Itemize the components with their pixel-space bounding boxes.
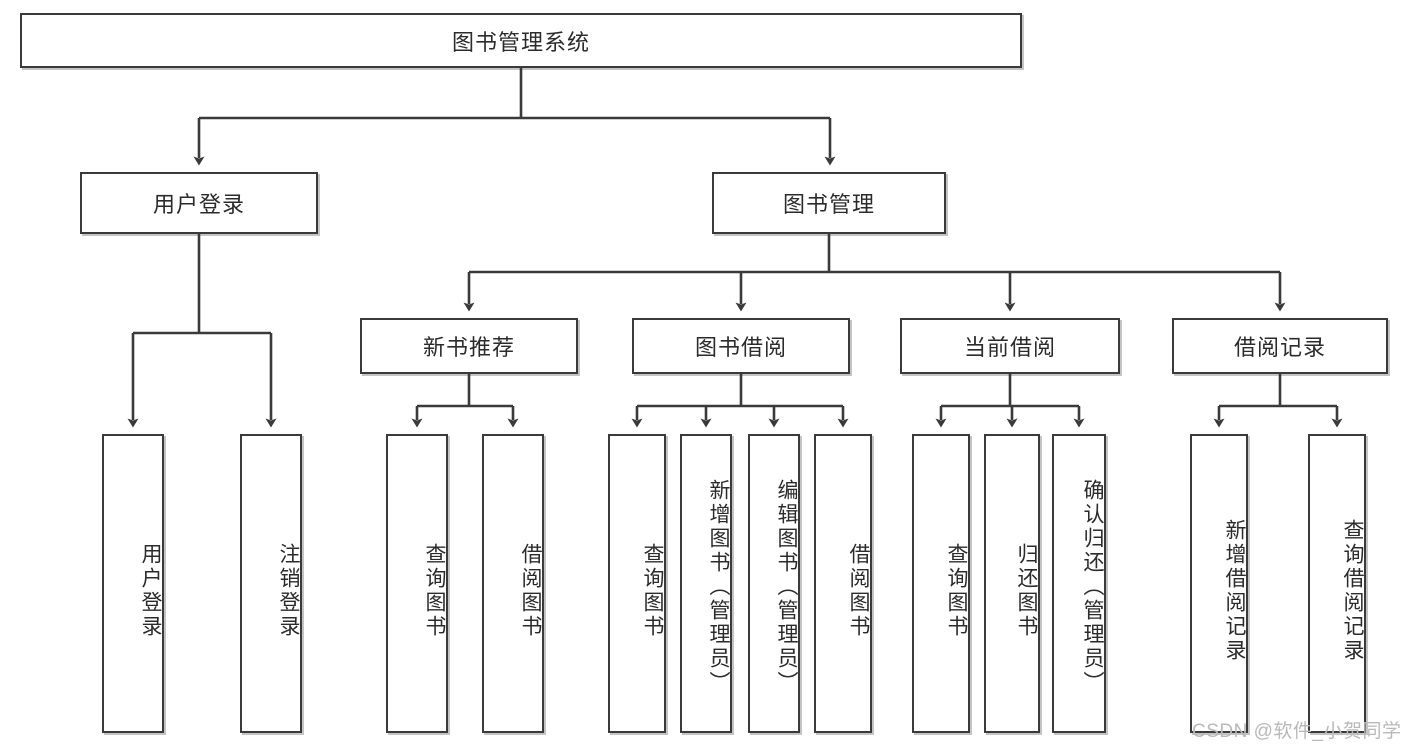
leaf-confirm-return[interactable]: 确认归还（管理员）: [1052, 434, 1106, 733]
leaf-return-book-label: 归还图书: [1015, 542, 1038, 639]
leaf-user-login[interactable]: 用户登录: [102, 434, 164, 733]
node-borrow-record[interactable]: 借阅记录: [1172, 318, 1388, 374]
leaf-query-borrow-record[interactable]: 查询借阅记录: [1308, 434, 1366, 733]
node-book-borrow[interactable]: 图书借阅: [632, 318, 850, 374]
leaf-logout-label: 注销登录: [277, 542, 300, 639]
leaf-query-book-recommend-label: 查询图书: [423, 542, 446, 639]
node-user-login-label: 用户登录: [152, 192, 245, 217]
leaf-edit-book-label: 编辑图书（管理员）: [775, 478, 798, 695]
leaf-edit-book[interactable]: 编辑图书（管理员）: [748, 434, 800, 733]
leaf-confirm-return-label: 确认归还（管理员）: [1081, 478, 1104, 695]
node-book-manage[interactable]: 图书管理: [712, 172, 946, 234]
leaf-query-book-borrow[interactable]: 查询图书: [608, 434, 666, 733]
leaf-query-book-current[interactable]: 查询图书: [912, 434, 970, 733]
leaf-query-book-borrow-label: 查询图书: [641, 542, 664, 639]
node-new-book-recommend[interactable]: 新书推荐: [360, 318, 578, 374]
leaf-query-borrow-record-label: 查询借阅记录: [1341, 518, 1364, 663]
leaf-add-borrow-record[interactable]: 新增借阅记录: [1190, 434, 1248, 733]
leaf-logout[interactable]: 注销登录: [240, 434, 302, 733]
node-borrow-record-label: 借阅记录: [1233, 335, 1326, 360]
leaf-borrow-book-label: 借阅图书: [847, 542, 870, 639]
leaf-borrow-book-recommend[interactable]: 借阅图书: [482, 434, 544, 733]
node-root-label: 图书管理系统: [451, 29, 590, 55]
leaf-query-book-current-label: 查询图书: [945, 542, 968, 639]
leaf-add-book-label: 新增图书（管理员）: [707, 478, 730, 695]
leaf-return-book[interactable]: 归还图书: [984, 434, 1040, 733]
node-current-borrow[interactable]: 当前借阅: [900, 318, 1120, 374]
leaf-query-book-recommend[interactable]: 查询图书: [386, 434, 448, 733]
leaf-user-login-label: 用户登录: [139, 542, 162, 639]
node-user-login[interactable]: 用户登录: [80, 172, 318, 234]
node-current-borrow-label: 当前借阅: [963, 335, 1056, 360]
leaf-borrow-book[interactable]: 借阅图书: [814, 434, 872, 733]
node-book-borrow-label: 图书借阅: [694, 335, 787, 360]
leaf-borrow-book-recommend-label: 借阅图书: [519, 542, 542, 639]
leaf-add-book[interactable]: 新增图书（管理员）: [680, 434, 732, 733]
node-new-book-recommend-label: 新书推荐: [422, 335, 515, 360]
node-book-manage-label: 图书管理: [782, 192, 875, 217]
node-root[interactable]: 图书管理系统: [20, 13, 1022, 68]
watermark-text: CSDN @软件_小贺同学: [1192, 721, 1402, 742]
leaf-add-borrow-record-label: 新增借阅记录: [1223, 518, 1246, 663]
